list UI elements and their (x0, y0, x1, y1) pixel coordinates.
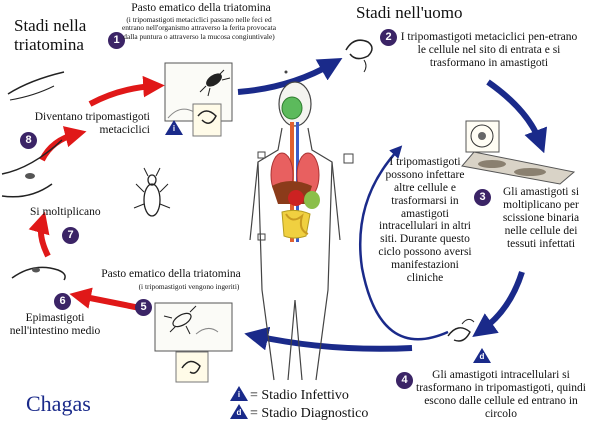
arrow-7-to-8 (39, 126, 87, 162)
infected-tissue-illustration (461, 151, 576, 185)
multiplying-epimastigote-icon (1, 139, 63, 198)
step-badge-4: 4 (396, 372, 413, 389)
metacyclic-trypomastigote-icon (345, 39, 373, 73)
step-5-detail: (i tripomastigoti vengono ingeriti) (138, 282, 240, 291)
trypomastigote-box-1 (192, 103, 222, 137)
step-1-detail: (i tripomastigoti metaciclici passano ne… (121, 15, 277, 41)
step-2-text: I tripomastigoti metaciclici pen-etrano … (400, 31, 578, 69)
bloodstream-trypomastigote-icon (447, 318, 475, 342)
disease-title: Chagas (26, 391, 91, 416)
step-badge-6: 6 (54, 293, 71, 310)
step-4-text: Gli amastigoti intracellulari si trasfor… (416, 369, 586, 420)
step-5-title: Pasto ematico della triatomina (101, 268, 241, 280)
step-3-text: Gli amastigoti si moltiplicano per sciss… (502, 186, 580, 250)
step-1-title: Pasto ematico della triatomina (131, 2, 271, 14)
infective-stage-marker: i (165, 120, 183, 135)
step-badge-2: 2 (380, 29, 397, 46)
legend-diagnostic-marker: d (230, 404, 248, 419)
cell-icon (470, 124, 494, 148)
arrow-4-to-5 (244, 326, 413, 352)
triatomine-bug-large-icon (133, 167, 171, 217)
legend-diagnostic-letter: d (236, 408, 242, 417)
arrow-6-to-7 (28, 211, 51, 258)
step-6-text: Epimastigoti nell'intestino medio (9, 312, 101, 337)
vector-stages-title-line2: triatomina (14, 35, 84, 55)
infective-marker-letter: i (172, 124, 176, 133)
diagnostic-marker-letter: d (479, 352, 485, 361)
step-badge-3: 3 (474, 189, 491, 206)
human-figure-illustration (249, 70, 354, 381)
human-stages-title: Stadi nell'uomo (356, 3, 463, 22)
trypomastigote-shape (197, 110, 217, 124)
step-badge-5: 5 (135, 299, 152, 316)
arrow-1-to-2 (237, 58, 343, 95)
step-7-text: Si moltiplicano (30, 206, 101, 218)
trypomastigote-box-5 (175, 351, 209, 383)
step-badge-8: 8 (20, 132, 37, 149)
diagnostic-stage-marker: d (473, 348, 491, 363)
metacyclic-trypomastigote-vector-icon (7, 71, 65, 101)
legend-diagnostic-label: = Stadio Diagnostico (250, 406, 369, 421)
step-8-text: Diventano tripomastigoti metaciclici (34, 111, 150, 136)
vector-stages-title: Stadi nella triatomina (14, 16, 114, 54)
ingestion-illustration-box (154, 302, 233, 352)
arrow-8-to-1 (88, 75, 165, 107)
vector-stages-title-line1: Stadi nella (14, 16, 87, 35)
arrow-reinfection (358, 145, 449, 341)
triatomine-bug-icon (199, 69, 231, 97)
legend-infective-marker: i (230, 386, 248, 401)
trypomastigote-shape-5 (181, 360, 201, 374)
reinfection-note: I tripomastigoti possono infettare altre… (378, 156, 472, 284)
arrow-3-to-4 (472, 271, 525, 337)
legend-infective-letter: i (237, 390, 241, 399)
skin-illustration-2 (195, 328, 219, 335)
arrow-2-to-3 (486, 79, 548, 154)
legend-infective-label: = Stadio Infettivo (250, 388, 349, 403)
step-badge-7: 7 (62, 227, 79, 244)
step-badge-1: 1 (108, 32, 125, 49)
epimastigote-icon (11, 266, 66, 281)
nucleus-icon (478, 132, 486, 140)
triatomine-bug-feeding-icon (163, 305, 197, 335)
